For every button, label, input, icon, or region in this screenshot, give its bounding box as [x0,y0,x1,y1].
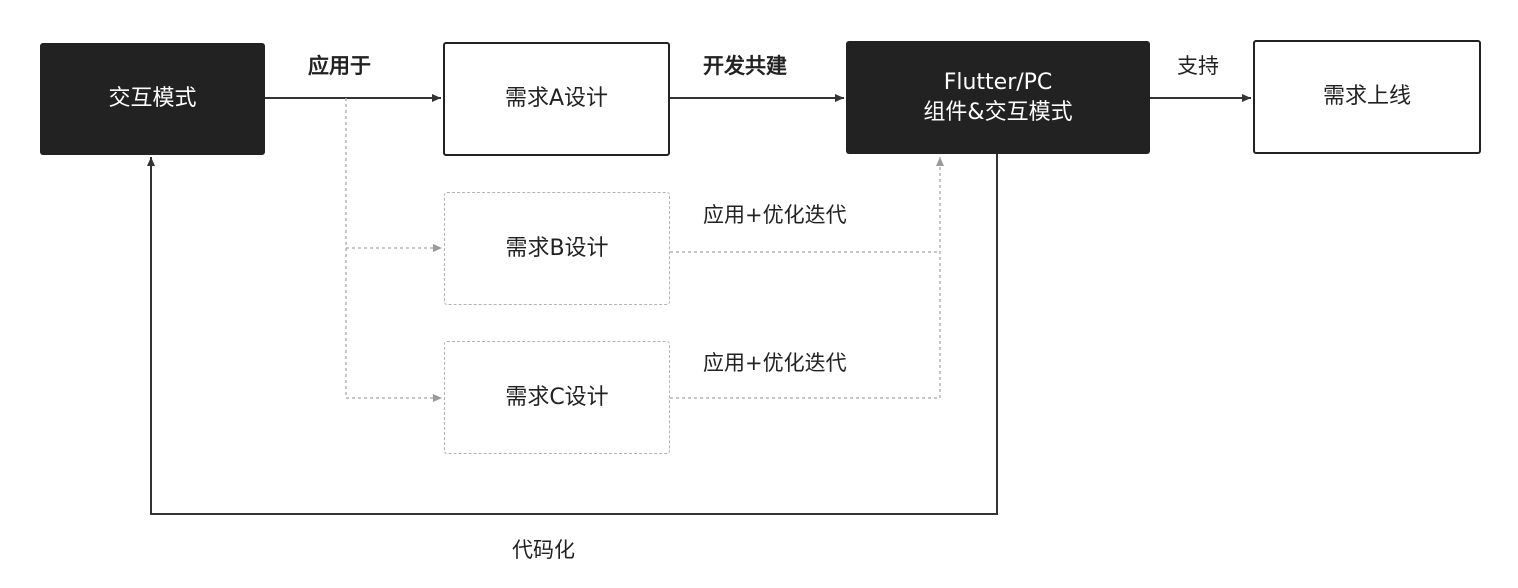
node-component-line2: 组件&交互模式 [923,99,1073,125]
edge-codify-loop [147,154,998,515]
edge-label-apply-to: 应用于 [308,54,371,78]
node-launch: 需求上线 [1253,40,1481,154]
edge-label-codify: 代码化 [512,538,575,562]
node-requirement-a: 需求A设计 [443,42,670,156]
node-component-label: Flutter/PC 组件&交互模式 [923,68,1072,128]
edge-label-support: 支持 [1177,54,1219,78]
node-requirement-a-label: 需求A设计 [504,86,609,111]
node-interaction-mode: 交互模式 [40,43,265,155]
node-requirement-b: 需求B设计 [444,192,670,305]
node-component-library: Flutter/PC 组件&交互模式 [846,41,1150,154]
node-launch-label: 需求上线 [1322,84,1411,109]
node-interaction-mode-label: 交互模式 [108,86,197,111]
node-requirement-c: 需求C设计 [444,341,670,454]
edge-label-iterate-c: 应用+优化迭代 [703,351,847,375]
node-requirement-c-label: 需求C设计 [505,384,609,410]
node-requirement-b-label: 需求B设计 [505,235,609,261]
edge-label-iterate-b: 应用+优化迭代 [703,203,847,227]
edge-label-dev-build: 开发共建 [703,54,787,78]
node-component-line1: Flutter/PC [943,69,1053,95]
